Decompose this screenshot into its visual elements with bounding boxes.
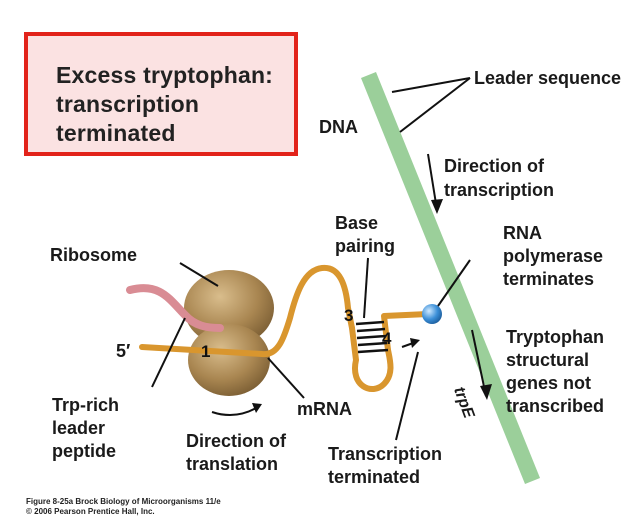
- direction-of-transcription-line-1: Direction of: [444, 156, 545, 176]
- transcription-terminated-line-2: terminated: [328, 467, 421, 487]
- dna-label: DNA: [319, 117, 358, 137]
- title-line-2: transcription: [56, 91, 200, 117]
- tryptophan-genes-line-1: Tryptophan: [506, 327, 604, 347]
- leader-sequence-label: Leader sequence: [474, 68, 622, 88]
- figure-credit-line-2: © 2006 Pearson Prentice Hall, Inc.: [26, 507, 155, 516]
- ribosome-label: Ribosome: [50, 245, 138, 265]
- direction-of-transcription-line-2: transcription: [444, 180, 555, 200]
- tryptophan-genes-line-3: genes not: [506, 373, 592, 393]
- base-pairing-line-1: Base: [335, 213, 379, 233]
- tryptophan-genes-line-2: structural: [506, 350, 590, 370]
- arrowheads: [252, 199, 492, 413]
- direction-of-translation-line-1: Direction of: [186, 431, 287, 451]
- dna-strand: [361, 72, 540, 484]
- mrna-stem-4: [381, 311, 431, 353]
- figure-credit-line-1: Figure 8-25a Brock Biology of Microorgan…: [26, 497, 221, 506]
- title-line-3: terminated: [56, 120, 176, 146]
- base-pairing-rungs: [355, 320, 389, 354]
- title-line-1: Excess tryptophan:: [56, 62, 274, 88]
- rna-polymerase-line-3: terminates: [503, 269, 595, 289]
- trp-rich-line-2: leader: [52, 418, 106, 438]
- termination-gap: [427, 334, 447, 340]
- rna-polymerase-line-2: polymerase: [503, 246, 604, 266]
- region-1-label: 1: [201, 342, 211, 361]
- rna-polymerase: [422, 304, 442, 324]
- tryptophan-genes-line-4: transcribed: [506, 396, 605, 416]
- direction-of-translation-line-2: translation: [186, 454, 279, 474]
- mrna-loop: [349, 325, 394, 392]
- transcription-terminated-line-1: Transcription: [328, 444, 443, 464]
- mrna-label: mRNA: [297, 399, 353, 419]
- mrna-strand: [139, 264, 355, 358]
- title-box: Excess tryptophan: transcription termina…: [24, 32, 298, 156]
- region-3-label: 3: [344, 306, 354, 325]
- base-pairing-line-2: pairing: [335, 236, 396, 256]
- trp-rich-line-3: peptide: [52, 441, 117, 461]
- rna-polymerase-line-1: RNA: [503, 223, 542, 243]
- five-prime-label: 5′: [116, 341, 131, 361]
- leader-lines: [151, 77, 487, 441]
- region-4-label: 4: [382, 329, 392, 348]
- leader-peptide: [126, 284, 224, 332]
- trp-rich-line-1: Trp-rich: [52, 395, 120, 415]
- ribosome-body-lower: [188, 324, 270, 396]
